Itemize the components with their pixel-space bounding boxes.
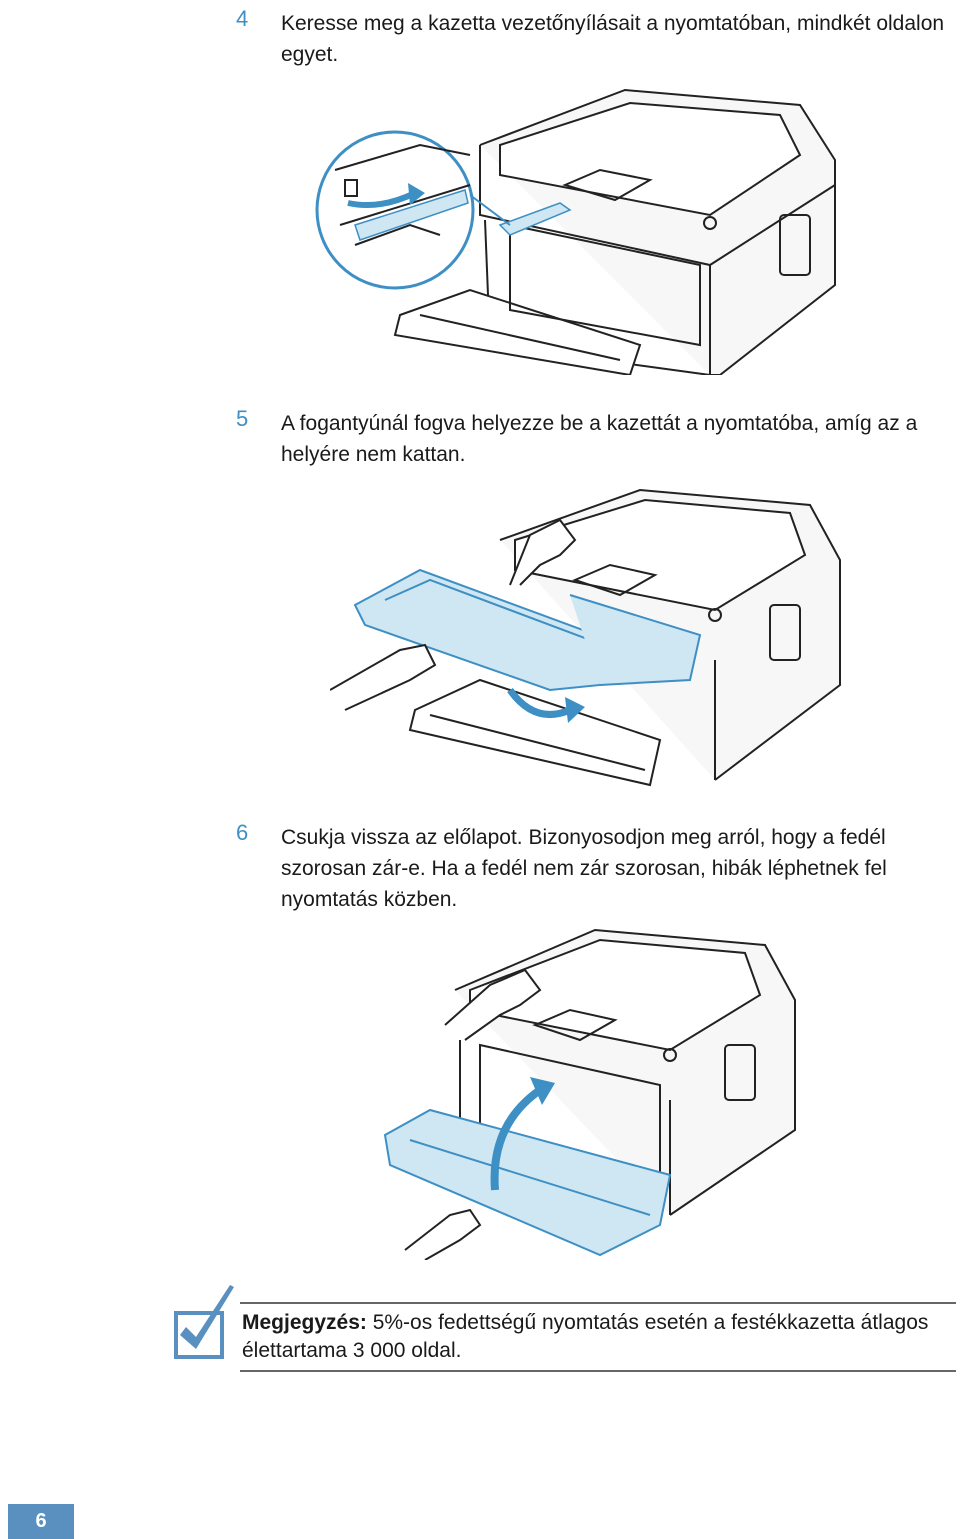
step-text: Keresse meg a kazetta vezetőnyílásait a … [281,12,945,66]
note-body: 5%-os fedettségű nyomtatás esetén a fest… [242,1311,929,1362]
page-number: 6 [8,1504,74,1539]
checkmark-icon [174,1285,234,1359]
step-number: 4 [236,6,249,31]
step-text: Csukja vissza az előlapot. Bizonyosodjon… [281,826,887,911]
note-label: Megjegyzés: [242,1311,367,1334]
note-top-rule [240,1302,956,1304]
printer-illustration-insert-cartridge [330,488,841,787]
step-number: 6 [236,820,249,845]
step-number: 5 [236,406,249,431]
printer-illustration-guides [315,88,836,375]
note: Megjegyzés: 5%-os fedettségű nyomtatás e… [242,1309,957,1365]
note-bottom-rule [240,1370,956,1372]
step-text: A fogantyúnál fogva helyezze be a kazett… [281,412,918,466]
printer-illustration-close-cover [383,928,796,1260]
